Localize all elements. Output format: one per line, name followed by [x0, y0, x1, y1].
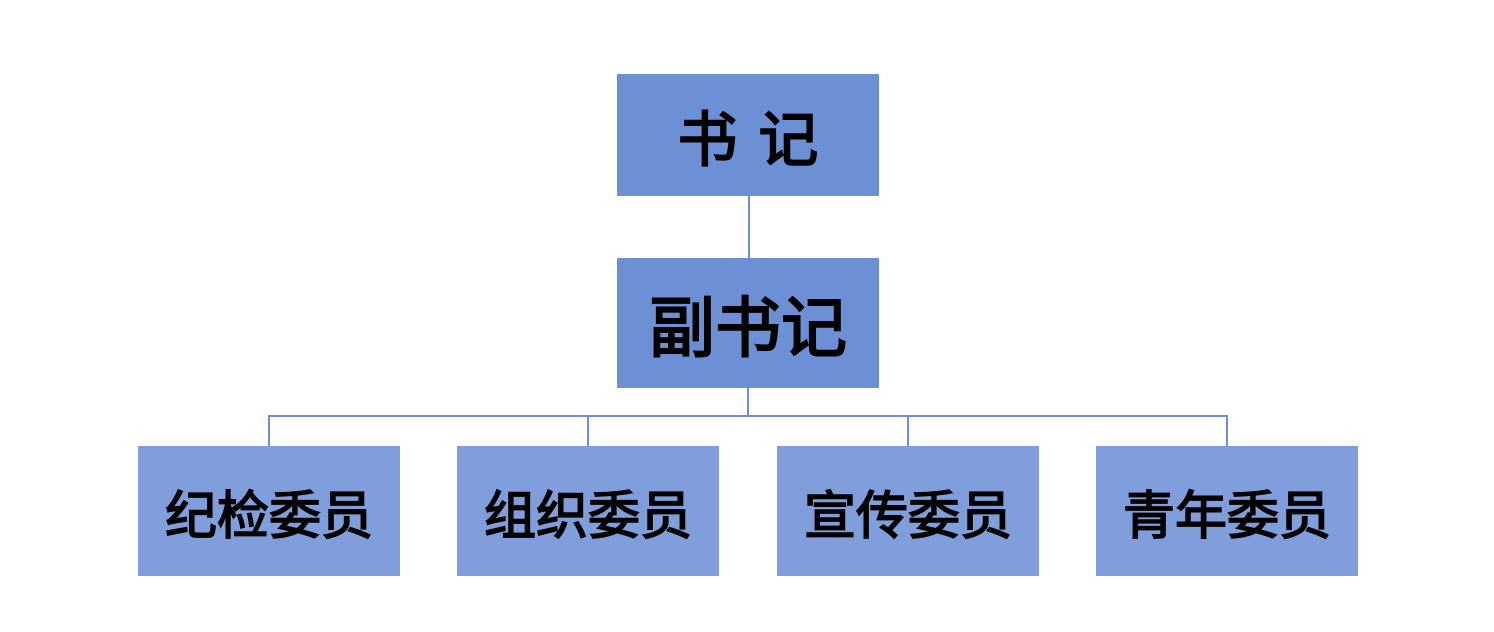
- node-deputy-secretary: 副书记: [617, 258, 879, 388]
- node-youth-member: 青年委员: [1096, 446, 1358, 576]
- connector-line: [268, 416, 270, 446]
- node-secretary: 书 记: [617, 74, 879, 196]
- connector-line: [748, 196, 750, 258]
- connector-line: [268, 415, 1228, 417]
- connector-line: [907, 416, 909, 446]
- node-organization-member: 组织委员: [457, 446, 719, 576]
- node-publicity-member: 宣传委员: [777, 446, 1039, 576]
- connector-line: [1226, 416, 1228, 446]
- connector-line: [587, 416, 589, 446]
- connector-line: [747, 388, 749, 416]
- node-discipline-member: 纪检委员: [138, 446, 400, 576]
